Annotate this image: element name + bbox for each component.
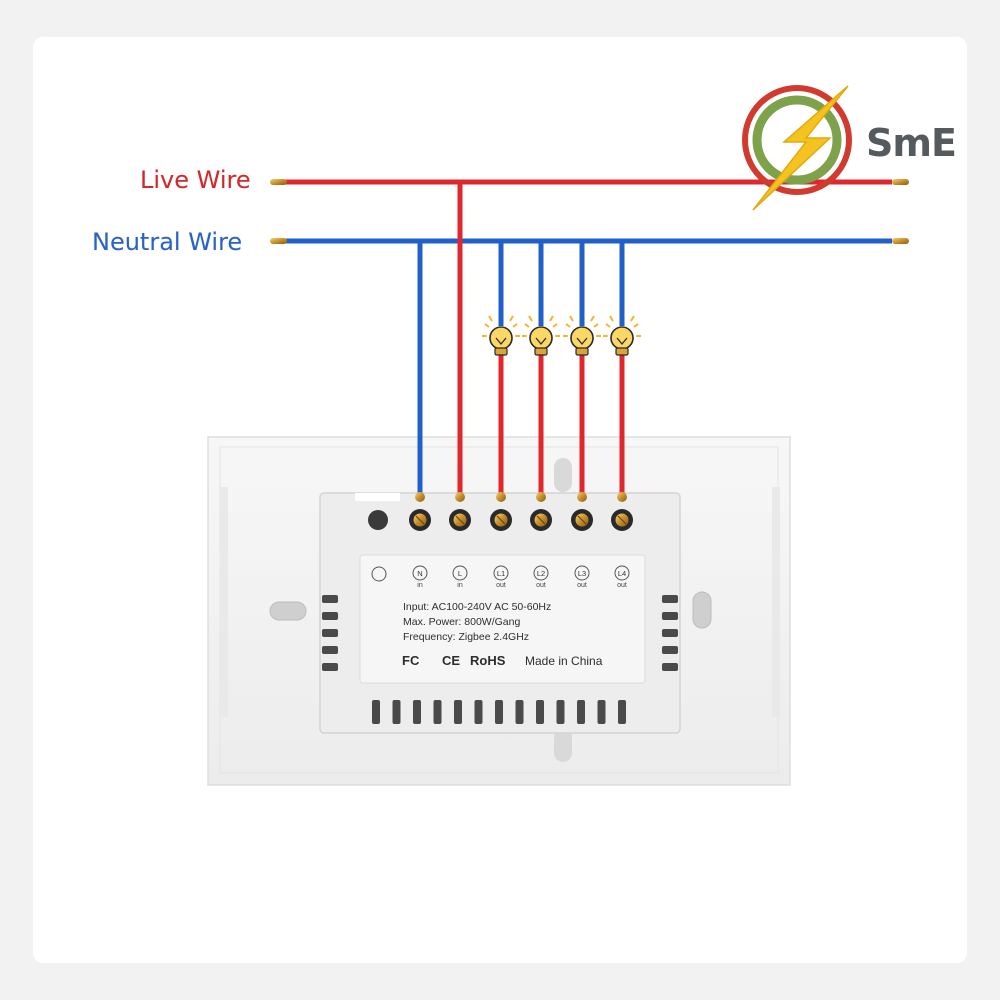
vent-slot <box>454 700 462 724</box>
vent-slot <box>536 700 544 724</box>
terminal-screws <box>409 492 633 531</box>
side-vents-right <box>662 595 678 671</box>
lamps <box>482 315 641 356</box>
mount-slot-bottom <box>554 728 572 762</box>
vent-slot <box>322 595 338 603</box>
vent-slot <box>322 629 338 637</box>
spec-power: Max. Power: 800W/Gang <box>403 616 521 628</box>
bulb-icon <box>482 315 520 356</box>
vent-slot <box>662 646 678 654</box>
terminal-direction: out <box>496 582 506 589</box>
wire-tip <box>892 238 909 244</box>
terminal-id: L1 <box>496 569 506 578</box>
vent-slot <box>322 612 338 620</box>
wires <box>270 179 909 500</box>
terminal-direction: in <box>457 582 463 589</box>
side-vents-left <box>322 595 338 671</box>
terminal-direction: out <box>536 582 546 589</box>
terminal-circle <box>493 565 509 581</box>
terminal-label-circles <box>412 565 630 581</box>
vent-slot <box>433 700 442 724</box>
terminal-id: L <box>457 569 463 578</box>
terminal-circle <box>533 565 549 581</box>
mount-slot-right <box>692 591 712 629</box>
live-wire-label: Live Wire <box>140 166 251 194</box>
terminal-id: L4 <box>617 569 627 578</box>
logo-red-ring <box>742 85 852 195</box>
terminal-circle <box>412 565 428 581</box>
led-circle <box>371 566 387 582</box>
terminal-direction: out <box>577 582 587 589</box>
bolt-icon <box>752 85 849 211</box>
vent-slot <box>618 700 626 724</box>
vent-slot <box>322 646 338 654</box>
wire-ferrule <box>617 492 627 502</box>
bottom-vents <box>372 700 626 724</box>
wire-ferrule <box>415 492 425 502</box>
vent-slot <box>474 700 483 724</box>
wire-ferrule <box>536 492 546 502</box>
wire-ferrule <box>577 492 587 502</box>
spec-input: Input: AC100-240V AC 50-60Hz <box>403 601 552 613</box>
terminal-id: L2 <box>536 569 546 578</box>
vent-slot <box>597 700 606 724</box>
made-in-label: Made in China <box>525 654 603 668</box>
terminal-circle <box>452 565 468 581</box>
terminal-id: L3 <box>577 569 587 578</box>
wire-tip <box>270 238 287 244</box>
terminal-direction: out <box>617 582 627 589</box>
reset-hole <box>368 510 388 530</box>
label-panel <box>359 554 646 684</box>
ce-mark: CE <box>442 653 461 668</box>
terminal-circle <box>574 565 590 581</box>
vent-slot <box>322 663 338 671</box>
mount-slot-top <box>554 458 572 492</box>
vent-slot <box>372 700 380 724</box>
vent-slot <box>577 700 585 724</box>
vent-slot <box>495 700 503 724</box>
wire-tip <box>892 179 909 185</box>
vent-slot <box>556 700 565 724</box>
vent-slot <box>392 700 401 724</box>
bulb-icon <box>522 315 560 356</box>
terminal-circle <box>614 565 630 581</box>
bulb-icon <box>603 315 641 356</box>
vent-slot <box>662 663 678 671</box>
vent-slot <box>662 629 678 637</box>
spec-frequency: Frequency: Zigbee 2.4GHz <box>403 631 530 643</box>
vent-slot <box>413 700 421 724</box>
vent-slot <box>662 612 678 620</box>
wire-ferrule <box>455 492 465 502</box>
logo-green-ring <box>752 95 842 185</box>
fc-mark: FC <box>402 653 420 668</box>
wire-tip <box>270 179 287 185</box>
rohs-mark: RoHS <box>470 653 506 668</box>
mount-slot-left <box>269 601 307 621</box>
terminal-direction: in <box>417 582 423 589</box>
wire-ferrule <box>496 492 506 502</box>
terminal-id: N <box>417 569 423 578</box>
vent-slot <box>515 700 524 724</box>
vent-slot <box>662 595 678 603</box>
bulb-icon <box>563 315 601 356</box>
switch-module <box>319 492 681 734</box>
sme-logo <box>742 85 852 211</box>
brand-name: SmE <box>866 121 957 165</box>
neutral-wire-label: Neutral Wire <box>92 228 243 256</box>
